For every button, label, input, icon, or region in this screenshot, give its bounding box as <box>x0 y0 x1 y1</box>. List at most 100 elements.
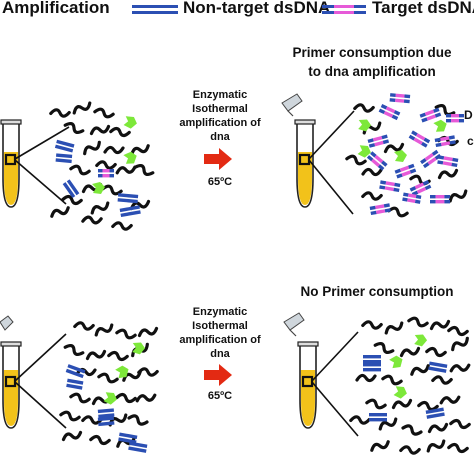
ssdna-strand <box>391 398 413 410</box>
non-target-dsdna <box>369 413 387 422</box>
ssdna-strand <box>361 167 383 177</box>
ssdna-strand <box>449 418 471 430</box>
primer-glyph <box>358 119 372 132</box>
top-cut-text-1: D <box>464 108 473 122</box>
ssdna-strand <box>361 320 383 330</box>
primer-glyph <box>115 365 129 379</box>
ssdna-strand <box>355 373 377 383</box>
primer-glyph <box>92 182 105 194</box>
primer-glyph <box>357 145 371 158</box>
target-dsdna <box>434 135 456 148</box>
target-dsdna <box>379 180 401 193</box>
non-target-dsdna <box>66 378 84 390</box>
ssdna-strand <box>81 215 103 225</box>
non-target-dsdna <box>425 407 445 419</box>
ssdna-strand <box>135 393 157 403</box>
non-target-dsdna <box>55 153 73 164</box>
target-dsdna <box>446 114 464 123</box>
ssdna-strand <box>345 154 367 166</box>
primer-glyph <box>394 150 407 162</box>
ssdna-strand <box>63 343 85 357</box>
primer-glyph <box>123 116 137 129</box>
ssdna-strand <box>115 328 137 340</box>
non-target-dsdna <box>97 416 115 427</box>
tube-bottom-left <box>0 333 67 429</box>
ssdna-strand <box>425 346 447 358</box>
ssdna-strand <box>63 121 85 135</box>
ssdna-strand <box>427 422 449 434</box>
non-target-dsdna <box>128 441 148 453</box>
ssdna-strand <box>69 164 91 176</box>
ssdna-strand <box>361 191 383 201</box>
target-dsdna <box>420 149 442 169</box>
ssdna-strand <box>370 440 390 452</box>
ssdna-strand <box>383 142 405 154</box>
pipette-tip-bottom <box>283 312 305 337</box>
non-target-dsdna <box>428 361 448 373</box>
ssdna-strand <box>103 145 125 155</box>
non-target-dsdna <box>363 355 381 364</box>
pipette-tip-top <box>281 93 303 117</box>
non-target-dsdna <box>119 205 141 218</box>
primer-glyph <box>389 355 403 369</box>
ssdna-strand <box>426 439 446 453</box>
ssdna-strand <box>401 424 423 436</box>
ssdna-strand <box>108 413 128 427</box>
ssdna-strand <box>378 417 398 431</box>
ssdna-strand <box>399 346 421 358</box>
ssdna-strand <box>429 319 451 331</box>
ssdna-strand <box>61 194 83 206</box>
non-target-dsdna <box>62 179 80 199</box>
ssdna-strand <box>365 398 387 410</box>
ssdna-strand <box>387 206 409 218</box>
top-cut-text-2: c <box>467 134 474 148</box>
ssdna-strand <box>417 400 439 412</box>
top-temperature-label: 65ºC <box>207 176 233 188</box>
ssdna-strand <box>137 367 159 377</box>
ssdna-strand <box>101 184 123 196</box>
ssdna-strand <box>439 395 461 405</box>
bottom-process-arrow <box>204 364 232 386</box>
bottom-temperature-label: 65ºC <box>207 390 233 402</box>
primer-glyph <box>414 334 428 347</box>
ssdna-strand <box>90 201 110 215</box>
legend-target-label: Target dsDNA <box>372 0 474 17</box>
target-dsdna <box>98 169 114 178</box>
legend-amplification-label: Amplification <box>2 0 110 17</box>
target-dsdna <box>369 203 391 216</box>
tube-bottom-right <box>297 331 359 437</box>
non-target-dsdna <box>54 139 75 153</box>
ssdna-strand <box>61 430 83 442</box>
ssdna-strand <box>381 374 403 386</box>
ssdna-strand <box>72 101 92 115</box>
ssdna-strand <box>127 414 149 426</box>
legend-non-target-swatch <box>132 5 178 14</box>
ssdna-strand <box>49 108 71 118</box>
ssdna-strand <box>81 415 103 425</box>
ssdna-strand <box>349 415 371 425</box>
tube-top-left <box>0 119 70 208</box>
ssdna-strand <box>94 323 114 337</box>
target-dsdna <box>430 195 450 204</box>
target-dsdna <box>437 155 459 168</box>
ssdna-strand <box>410 364 430 376</box>
ssdna-strand <box>407 316 429 328</box>
ssdna-strand <box>111 221 133 231</box>
ssdna-strand <box>89 124 111 136</box>
non-target-dsdna <box>65 364 86 379</box>
primer-glyph <box>123 151 137 164</box>
target-dsdna <box>389 93 411 104</box>
ssdna-strand <box>107 350 129 362</box>
ssdna-strand <box>447 442 469 454</box>
ssdna-strand <box>97 372 119 384</box>
top-process-arrow <box>204 148 232 170</box>
tube-top-right <box>294 110 355 215</box>
ssdna-strand <box>115 392 137 404</box>
target-dsdna <box>366 151 388 171</box>
bottom-result-label: No Primer consumption <box>300 284 454 299</box>
primer-glyph <box>103 392 117 405</box>
non-target-dsdna <box>363 363 381 372</box>
ssdna-strand <box>50 206 70 218</box>
ssdna-strand <box>130 144 150 156</box>
